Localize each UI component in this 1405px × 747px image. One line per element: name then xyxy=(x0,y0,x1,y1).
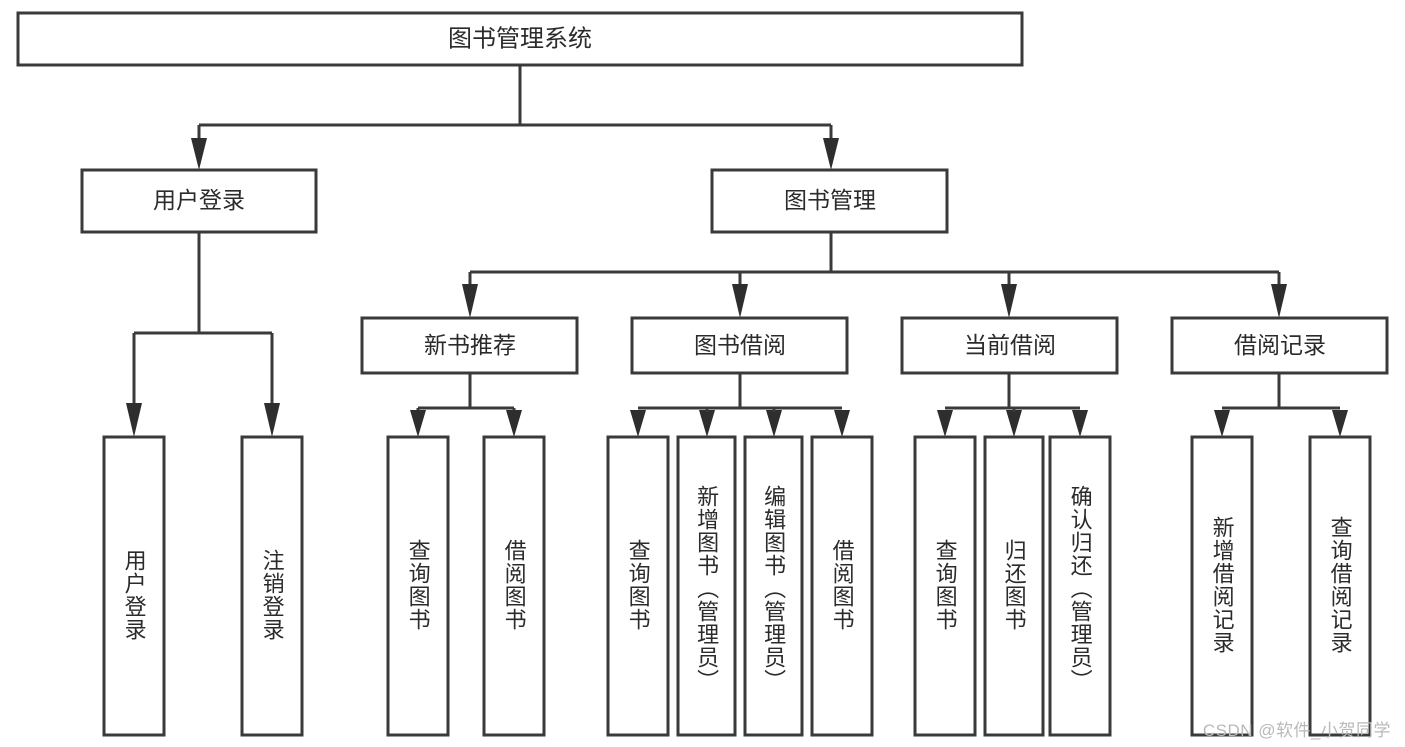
node-borrow-record[interactable]: 借阅记录 xyxy=(1170,316,1389,375)
arrow-head-user-login xyxy=(191,138,207,170)
node-root-label: 图书管理系统 xyxy=(448,25,592,52)
arrow-head-current-borrow xyxy=(1001,284,1017,318)
leaf-box-edit-book[interactable] xyxy=(743,435,804,737)
leaf-box-borrow-book-2[interactable] xyxy=(810,435,874,737)
leaf-box-borrow-book-1[interactable] xyxy=(482,435,546,737)
leaf-box-query-book-1[interactable] xyxy=(386,435,450,737)
node-book-borrow-label: 图书借阅 xyxy=(694,332,786,358)
connector-group-root xyxy=(191,65,839,170)
arrow-head-leaf-logout xyxy=(264,403,280,437)
arrow-head-borrow-record xyxy=(1271,284,1287,318)
node-new-book-recommend-box[interactable] xyxy=(360,316,579,375)
node-current-borrow-box[interactable] xyxy=(900,316,1119,375)
arrow-head-leaf-confirm-return xyxy=(1072,410,1088,437)
node-current-borrow-label: 当前借阅 xyxy=(964,332,1056,358)
leaf-box-query-book-3[interactable] xyxy=(913,435,977,737)
arrow-head-leaf-query-book-2 xyxy=(630,410,646,437)
leaf-box-logout[interactable] xyxy=(240,435,304,737)
arrow-head-new-book xyxy=(462,284,478,318)
node-user-login-box[interactable] xyxy=(80,168,318,234)
node-new-book-recommend[interactable]: 新书推荐 xyxy=(360,316,579,375)
arrow-head-leaf-add-record xyxy=(1214,410,1230,437)
node-borrow-record-box[interactable] xyxy=(1170,316,1389,375)
node-book-borrow[interactable]: 图书借阅 xyxy=(630,316,849,375)
arrow-head-leaf-borrow-book-2 xyxy=(834,410,850,437)
node-root-system[interactable]: 图书管理系统 xyxy=(16,11,1024,67)
leaf-box-add-record[interactable] xyxy=(1190,435,1254,737)
watermark-text: CSDN @软件_小贺同学 xyxy=(1202,721,1391,740)
arrow-head-leaf-add-book xyxy=(699,410,715,437)
node-book-management[interactable]: 图书管理 xyxy=(710,168,949,234)
node-book-management-box[interactable] xyxy=(710,168,949,234)
node-book-borrow-box[interactable] xyxy=(630,316,849,375)
node-current-borrow[interactable]: 当前借阅 xyxy=(900,316,1119,375)
arrow-head-leaf-query-book-3 xyxy=(937,410,953,437)
leaf-box-add-book[interactable] xyxy=(676,435,737,737)
arrow-head-borrow-book xyxy=(732,284,748,318)
arrow-head-leaf-borrow-book-1 xyxy=(506,410,522,437)
leaf-box-query-record[interactable] xyxy=(1308,435,1372,737)
node-new-book-recommend-label: 新书推荐 xyxy=(424,332,516,358)
node-root-box[interactable] xyxy=(16,11,1024,67)
arrow-head-leaf-user-login xyxy=(126,403,142,437)
connector-group-book-mgmt xyxy=(462,232,1287,318)
arrow-head-leaf-edit-book xyxy=(766,410,782,437)
connector-group-new-book xyxy=(410,373,522,437)
leaf-box-user-login[interactable] xyxy=(102,435,166,737)
node-user-login-label: 用户登录 xyxy=(153,187,245,213)
leaf-box-query-book-2[interactable] xyxy=(606,435,670,737)
arrow-head-book-mgmt xyxy=(823,138,839,170)
connector-group-current-borrow xyxy=(937,373,1088,437)
node-borrow-record-label: 借阅记录 xyxy=(1234,332,1326,358)
connector-group-user-login xyxy=(126,232,280,437)
connector-group-borrow-book xyxy=(630,373,850,437)
connector-group-borrow-record xyxy=(1214,373,1348,437)
node-book-management-label: 图书管理 xyxy=(784,187,876,213)
leaf-box-return-book[interactable] xyxy=(983,435,1045,737)
arrow-head-leaf-query-record xyxy=(1332,410,1348,437)
node-user-login[interactable]: 用户登录 xyxy=(80,168,318,234)
arrow-head-leaf-query-book-1 xyxy=(410,410,426,437)
arrow-head-leaf-return-book xyxy=(1006,410,1022,437)
leaf-box-confirm-return[interactable] xyxy=(1048,435,1112,737)
